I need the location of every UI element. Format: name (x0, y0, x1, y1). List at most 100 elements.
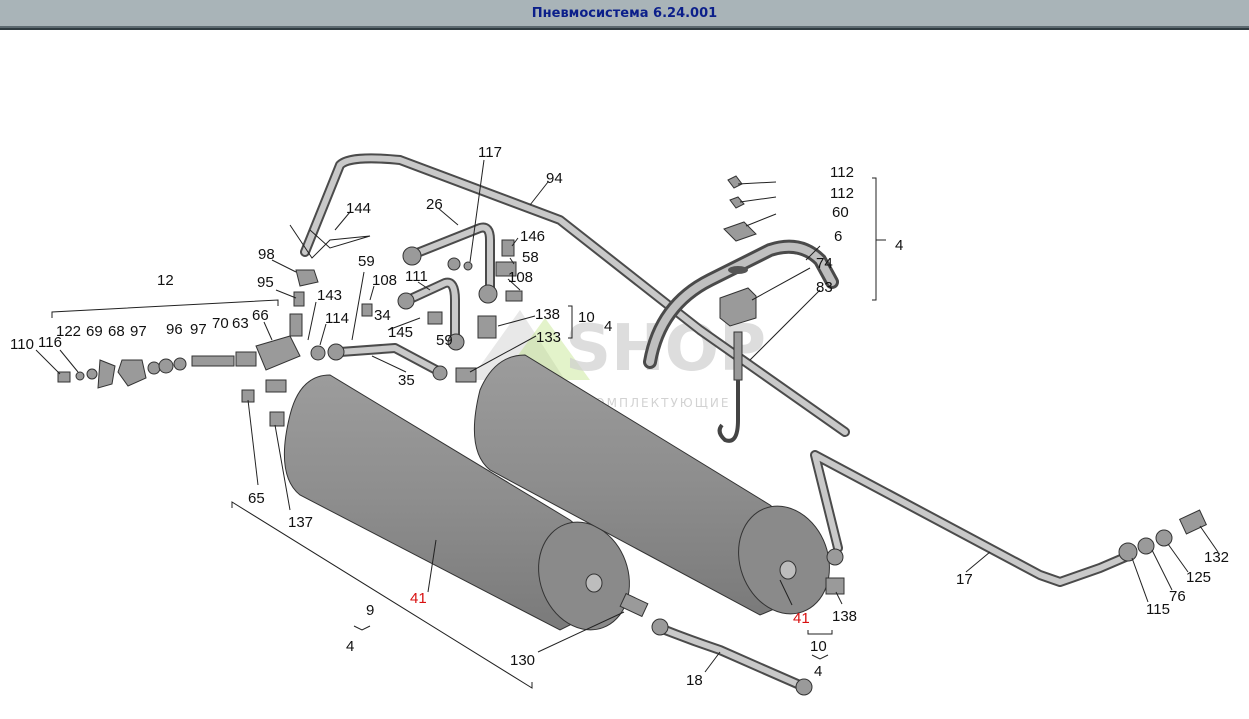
label-26: 26 (426, 196, 443, 213)
label-35: 35 (398, 372, 415, 389)
leader-lines (35, 159, 1219, 689)
washer-125 (1155, 529, 1173, 547)
union-nut-59 (447, 333, 465, 351)
part-122 (86, 368, 98, 380)
label-18: 18 (686, 672, 703, 689)
hook-bolt-83 (717, 380, 740, 443)
fitting-138 (477, 315, 497, 339)
label-94: 94 (546, 170, 563, 187)
part-70 (191, 355, 235, 367)
union-nut-35 (432, 365, 448, 381)
label-97a: 97 (130, 323, 147, 340)
label-138a: 138 (535, 306, 560, 323)
part-110 (57, 371, 71, 383)
clamp-slot (728, 266, 748, 274)
window-title: Пневмосистема 6.24.001 (531, 5, 718, 21)
part-116 (75, 371, 85, 381)
plate-60 (723, 221, 757, 242)
label-74: 74 (816, 255, 833, 272)
label-108a: 108 (508, 269, 533, 286)
part-69 (97, 359, 116, 389)
clip-58 (495, 261, 517, 277)
label-66: 66 (252, 307, 269, 324)
valve-body-66 (255, 335, 301, 371)
label-130: 130 (510, 652, 535, 669)
watermark-logo-icon (470, 310, 565, 380)
nut-115 (1118, 542, 1138, 562)
pipe-145 (403, 277, 460, 345)
label-95: 95 (257, 274, 274, 291)
label-9: 9 (366, 602, 374, 619)
label-133: 133 (536, 329, 561, 346)
pneumatic-system-diagram: SHOP ЗАПЧАСТИ И КОМПЛЕКТУЮЩИЕ (10, 144, 1229, 696)
label-110: 110 (10, 336, 34, 353)
air-tank-right-41 (473, 354, 830, 616)
washer-76 (1137, 537, 1155, 555)
nut-112b (729, 196, 745, 209)
label-70: 70 (212, 315, 229, 332)
pipe-35 (335, 343, 445, 377)
label-96: 96 (166, 321, 183, 338)
label-41b: 41 (793, 610, 810, 627)
label-65: 65 (248, 490, 265, 507)
fitting-132 (1178, 509, 1208, 535)
label-144: 144 (346, 200, 371, 217)
nut-112a (727, 175, 743, 189)
label-122: 122 (56, 323, 81, 340)
union-nut-26b (478, 284, 498, 304)
label-111: 111 (405, 268, 428, 285)
nut-111 (447, 257, 461, 271)
clip-59 (427, 311, 443, 325)
label-12: 12 (157, 272, 174, 289)
part-97 (147, 361, 161, 375)
part-68 (117, 359, 147, 387)
wire-bracket-144 (289, 224, 371, 259)
label-137: 137 (288, 514, 313, 531)
label-10b: 10 (810, 638, 827, 655)
label-4a: 4 (604, 318, 612, 335)
label-4c: 4 (346, 638, 354, 655)
label-117: 117 (478, 144, 502, 161)
label-4d: 4 (814, 663, 822, 680)
nut-114 (327, 343, 345, 361)
label-125: 125 (1186, 569, 1211, 586)
label-114: 114 (325, 310, 349, 327)
label-10a: 10 (578, 309, 595, 326)
label-83: 83 (816, 279, 833, 296)
valve-assembly-12 (57, 269, 345, 427)
label-69: 69 (86, 323, 103, 340)
part-63 (235, 351, 257, 367)
label-98: 98 (258, 246, 275, 263)
label-108b: 108 (372, 272, 397, 289)
label-58: 58 (522, 249, 539, 266)
pipe-94 (300, 153, 850, 437)
title-bar: Пневмосистема 6.24.001 (0, 0, 1249, 28)
union-nut-26 (402, 246, 422, 266)
threaded-rod (733, 331, 743, 381)
label-115: 115 (1146, 601, 1170, 618)
part-95b (293, 291, 305, 307)
label-17: 17 (956, 571, 973, 588)
fitting-137 (269, 411, 285, 427)
fitting-130 (619, 592, 649, 618)
union-nut-111 (397, 292, 415, 310)
label-59a: 59 (358, 253, 375, 270)
union-nut-18a (651, 618, 669, 636)
pipe-17 (810, 450, 1133, 587)
nut-98 (295, 269, 319, 287)
part-97b (173, 357, 187, 371)
tank-port-right (779, 560, 797, 580)
tank-port-left (585, 573, 603, 593)
pipe-26 (407, 222, 495, 297)
clamp-6 (643, 239, 839, 369)
title-separator (0, 28, 1249, 30)
label-41a: 41 (410, 590, 427, 607)
label-112b: 112 (830, 185, 854, 202)
callout-labels: 117 94 144 26 146 58 108 98 59 108 111 1… (10, 144, 1229, 689)
label-6: 6 (834, 228, 842, 245)
fitting-65 (265, 379, 287, 393)
bolt-108 (505, 290, 523, 302)
label-146: 146 (520, 228, 545, 245)
part-143 (310, 345, 326, 361)
air-tank-left-41 (283, 374, 630, 631)
